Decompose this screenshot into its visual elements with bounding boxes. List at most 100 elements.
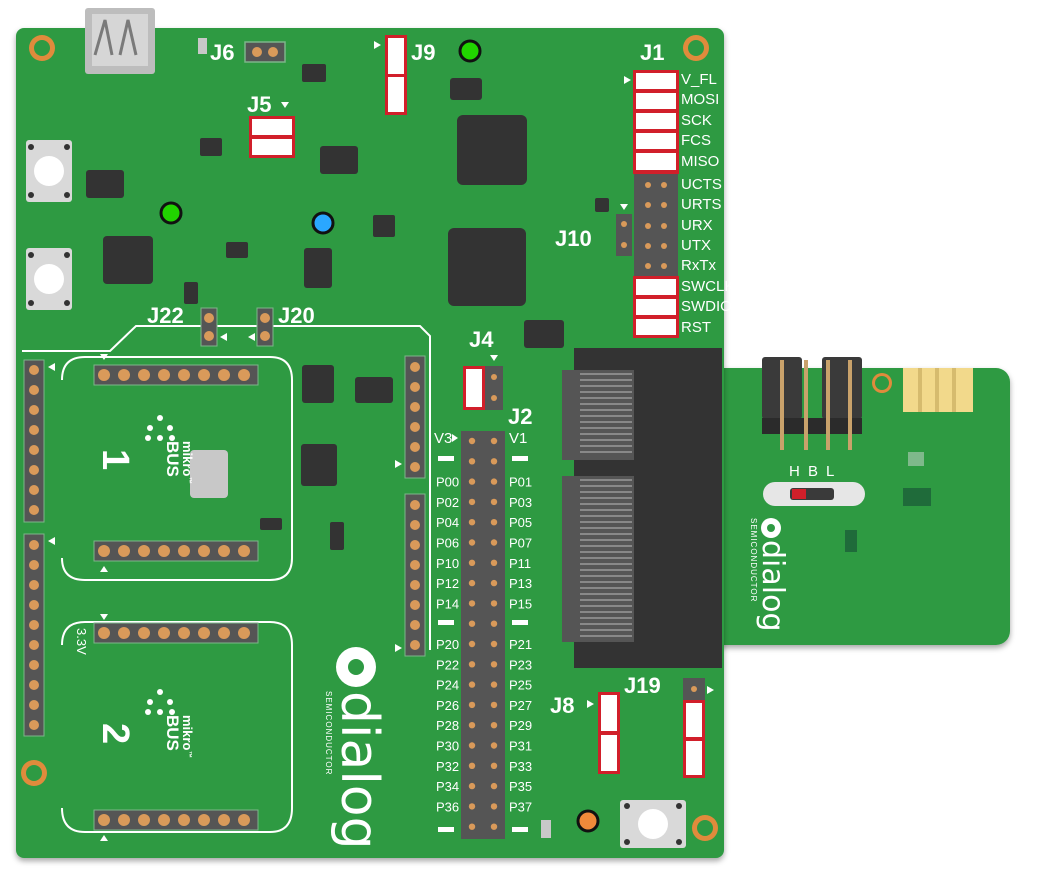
mount-holes [21,35,718,841]
label-j5: J5 [247,92,271,117]
voltage-3v3: 3.3V [74,628,89,655]
jumper-j9[interactable] [385,35,407,115]
mikrobus-2-top-header [93,622,259,644]
j2-pin [490,823,498,830]
svg-text:BUS: BUS [163,715,182,751]
dialog-logo-text: dialog [329,691,389,850]
j2-pin [490,803,498,810]
j2-pin [490,640,498,648]
jumper-j8[interactable] [598,692,620,774]
j2-right-label: P21 [509,637,532,652]
j2-pin [490,437,498,445]
header-j6 [244,41,286,63]
j2-pin [490,519,498,526]
header-j20 [256,307,274,347]
j2-pin [468,701,476,709]
j2-pin [468,762,476,769]
j2-left-label: P12 [436,576,459,591]
j2-pin [468,498,476,506]
switch-label-h: H [789,463,800,480]
mikrobus-2-logo: mikro ™ BUS 2 [94,715,195,758]
led-green [159,201,183,225]
svg-text:UTX: UTX [681,237,711,254]
daughter-logo-text: dialog [755,540,790,632]
label-j4: J4 [469,327,494,352]
j2-left-label: P28 [436,718,459,733]
svg-text:FCS: FCS [681,132,711,149]
j2-right-label: P33 [509,759,532,774]
ic-chips [86,64,609,550]
svg-text:SWCLK: SWCLK [681,278,734,295]
j2-v3: V3 [434,430,452,447]
j2-right-label: P35 [509,779,532,794]
svg-text:RxTx: RxTx [681,257,716,274]
j2-right-label: P11 [509,556,531,571]
switch-slider[interactable] [792,489,806,499]
svg-text:SCK: SCK [681,112,712,129]
j2-left-label: P24 [436,678,459,693]
j2-left-label: P22 [436,657,459,672]
dialog-logo-sub: SEMICONDUCTOR [324,691,333,775]
j2-pin [490,539,498,546]
label-j2: J2 [508,404,532,429]
jumper-j4[interactable] [463,366,503,410]
slot-number-1: 1 [94,449,136,470]
j2-pin [468,519,476,526]
j2-right-label: P37 [509,799,532,814]
j2-right-label: P03 [509,495,532,510]
mikrobus-2-bottom-header [93,809,259,831]
header-j22 [200,307,218,347]
push-button-3[interactable] [620,800,686,848]
main-board: J6 J5 J9 J1 [16,8,734,858]
daughter-logo-sub: SEMICONDUCTOR [749,518,758,602]
j2-pin [490,559,498,566]
svg-text:URTS: URTS [681,196,722,213]
led-green-top [458,39,482,63]
svg-text:™: ™ [185,751,192,758]
push-button-2[interactable] [26,248,72,310]
j2-right-label: P31 [509,739,532,754]
label-j20: J20 [278,303,315,328]
mikrobus-outline [22,325,431,833]
svg-text:MOSI: MOSI [681,91,719,108]
j1-pin-labels: V_FL MOSI SCK FCS MISO UCTS URTS URX UTX… [681,71,734,336]
mikrobus-1-top-header [93,364,259,386]
push-button-1[interactable] [26,140,72,202]
mikrobus-1-icon [145,415,175,441]
j2-pin [468,620,476,627]
jumper-j19[interactable] [683,678,705,778]
j2-pin [490,762,498,769]
j2-pin [468,640,476,648]
j2-left-label: P02 [436,495,459,510]
slot-number-2: 2 [94,723,136,744]
j2-pin [468,681,476,688]
mikrobus-1-chip [190,450,228,498]
svg-text:V_FL: V_FL [681,71,717,88]
j2-pin [468,823,476,830]
mikrobus-right-header-1 [404,355,426,479]
svg-text:mikro: mikro [180,715,195,750]
jumper-j5[interactable] [249,116,295,158]
j2-pin [468,722,476,729]
j2-pin [490,498,498,506]
label-j1: J1 [640,40,664,65]
daughter-connector [562,348,722,668]
mikrobus-right-header-2 [404,493,426,657]
j2-right-label: P13 [509,576,532,591]
jumper-j1-swd[interactable] [633,276,679,338]
j2-pin [468,579,476,587]
label-j9: J9 [411,40,435,65]
jumper-j1-red[interactable] [633,70,679,174]
label-j8: J8 [550,693,574,718]
j2-pin [490,782,498,790]
j2-pin [468,600,476,607]
j2-pin [468,803,476,810]
mikrobus-left-header-1 [23,359,45,523]
svg-text:SWDIO: SWDIO [681,298,732,315]
header-j1-uart [634,174,678,278]
label-j22: J22 [147,303,184,328]
svg-text:RST: RST [681,319,711,336]
j2-pin [490,661,498,668]
j2-right-label: P23 [509,657,532,672]
dialog-logo: dialog SEMICONDUCTOR [324,647,389,850]
